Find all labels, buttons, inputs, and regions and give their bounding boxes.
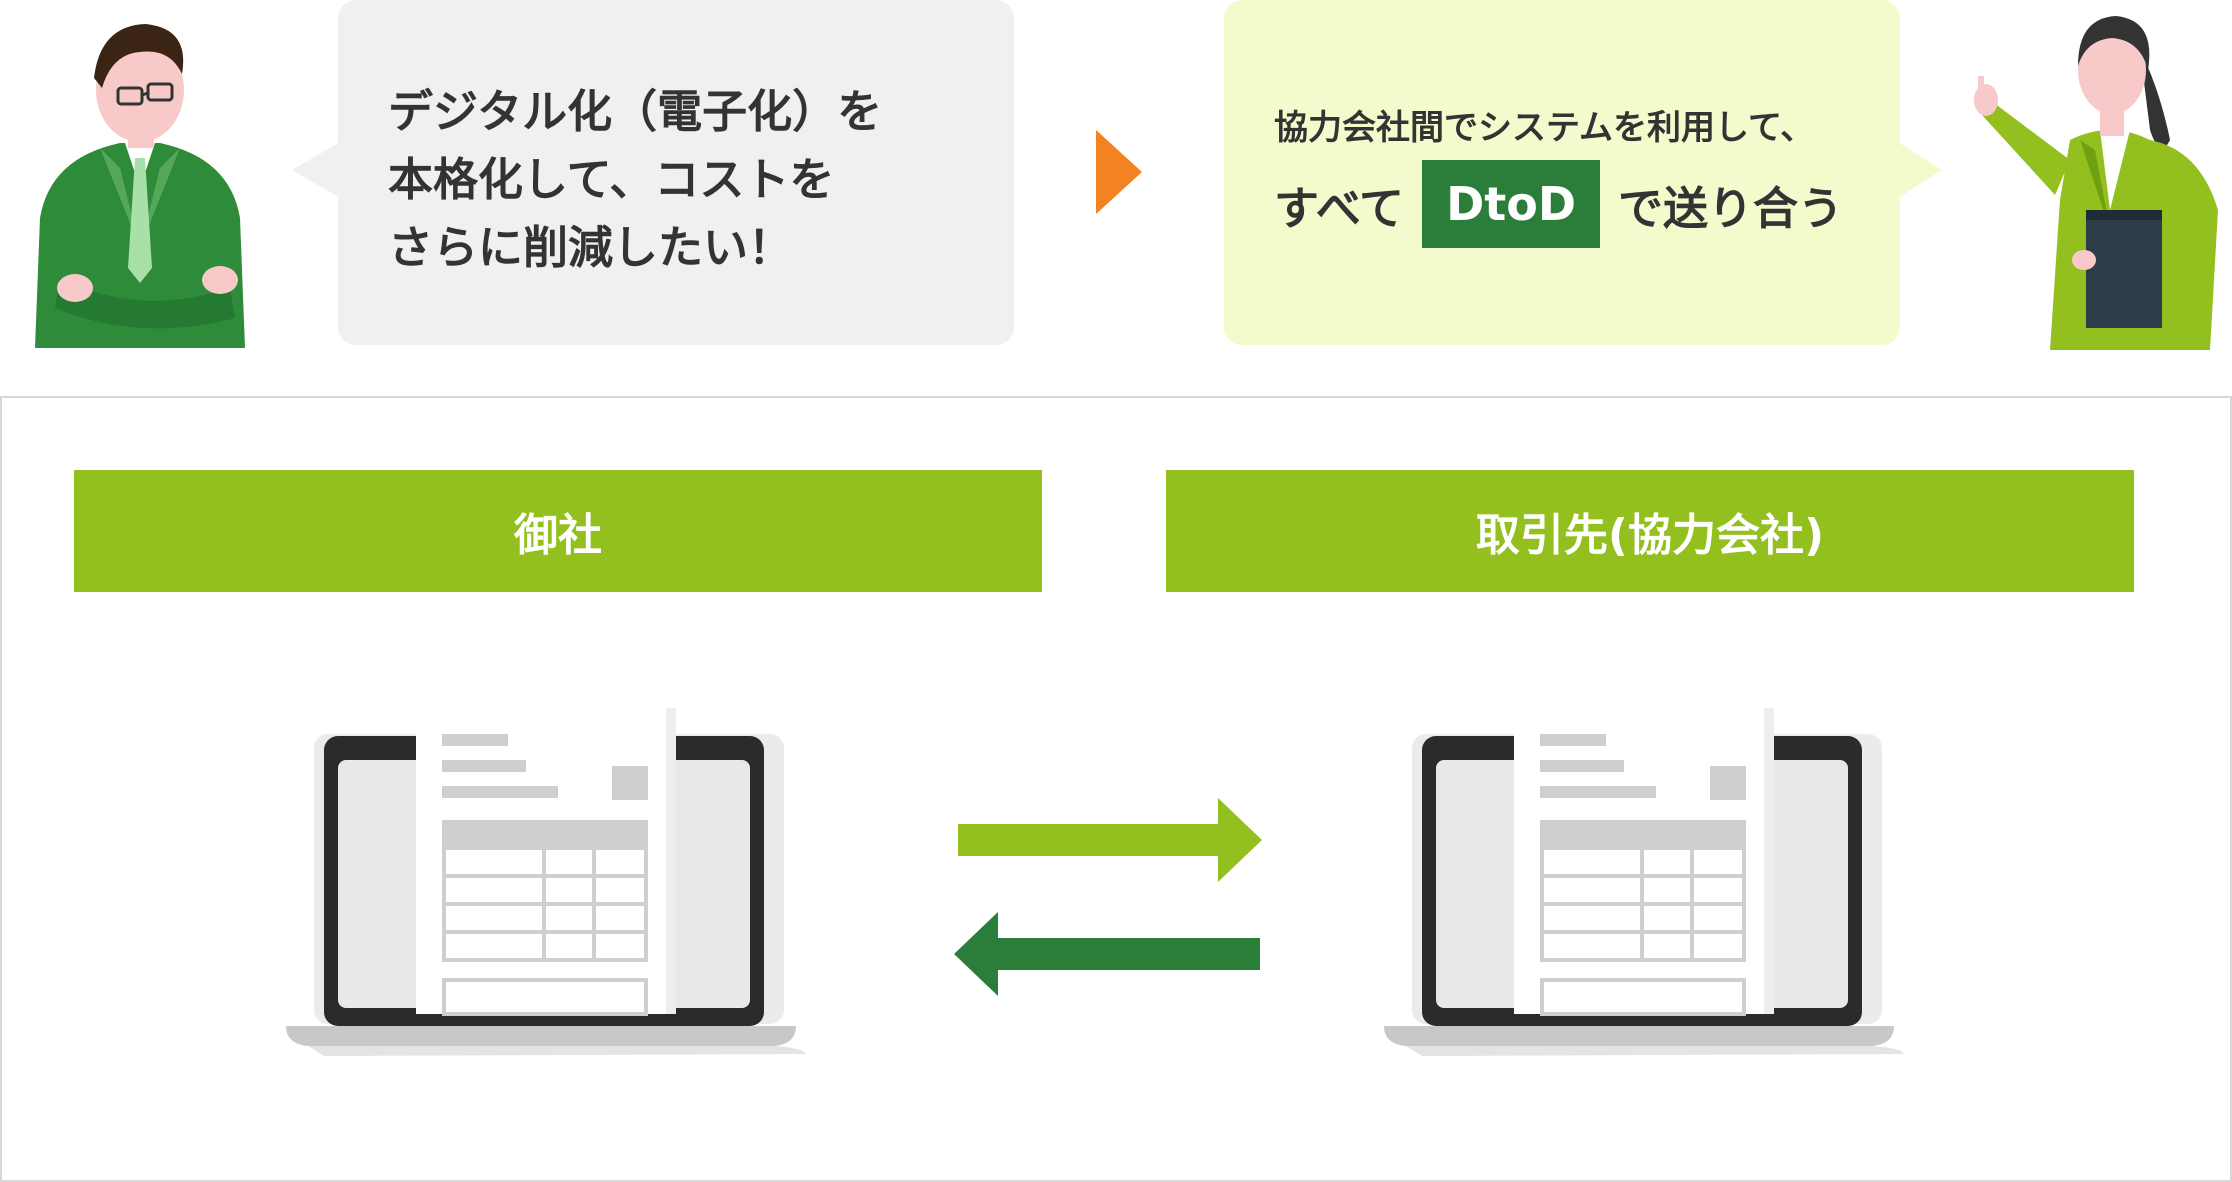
header-partner-company: 取引先(協力会社) xyxy=(1166,470,2134,592)
speech-bubble-left xyxy=(338,0,1014,345)
speech-bubble-tail-left xyxy=(292,142,340,198)
arrow-left-icon xyxy=(954,912,1260,996)
speech-bubble-tail-right xyxy=(1898,142,1942,198)
businessman-icon xyxy=(35,24,245,348)
laptop-right-icon xyxy=(1384,708,1904,1056)
businesswoman-icon xyxy=(1974,16,2218,350)
arrow-right-icon xyxy=(958,798,1262,882)
speech-left-line-1: デジタル化（電子化）を xyxy=(388,85,883,138)
speech-right-pre: すべて xyxy=(1274,181,1405,235)
dtod-badge: DtoD xyxy=(1422,160,1601,248)
speech-bubble-left-text: デジタル化（電子化）を 本格化して、コストを さらに削減したい！ xyxy=(388,78,988,282)
speech-right-line-2: すべて DtoD で送り合う xyxy=(1274,160,1843,248)
laptop-left-icon xyxy=(286,708,806,1056)
orange-arrow-right-icon xyxy=(1096,130,1142,214)
speech-right-line-1: 協力会社間でシステムを利用して、 xyxy=(1274,108,1815,148)
header-own-company: 御社 xyxy=(74,470,1042,592)
header-own-company-label: 御社 xyxy=(514,510,602,561)
speech-right-post: で送り合う xyxy=(1618,181,1844,235)
speech-left-line-2: 本格化して、コストを xyxy=(388,153,835,206)
speech-left-line-3: さらに削減したい！ xyxy=(388,221,794,274)
header-partner-company-label: 取引先(協力会社) xyxy=(1475,510,1825,561)
